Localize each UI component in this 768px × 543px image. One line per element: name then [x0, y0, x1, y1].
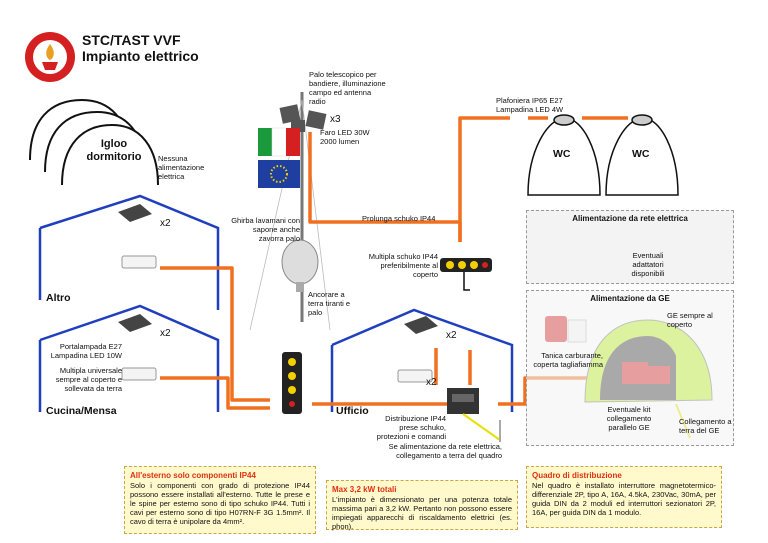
multipla-schuko-label: Multipla schuko IP44 preferibilmente al …	[368, 252, 438, 279]
prolunga-label: Prolunga schuko IP44	[362, 214, 436, 223]
cable-cucina	[160, 376, 270, 410]
tent-cucina-outline	[39, 304, 220, 412]
adattatori-label: Eventuali adattatori disponibili	[631, 251, 665, 278]
ufficio-strip-count: x2	[426, 377, 437, 388]
multipla-universale-label: Multipla universale sempre al coperto e …	[55, 366, 122, 393]
italy-flag	[258, 127, 300, 157]
multipla-schuko-upper	[440, 258, 492, 291]
note-ip44-text: Solo i componenti con grado di protezion…	[130, 481, 310, 526]
cucina-count: x2	[160, 328, 171, 339]
tent-ufficio-label: Ufficio	[336, 405, 369, 417]
ghirba-label: Ghirba lavamani con sapone anche zavorra…	[231, 216, 300, 243]
plafoniera-label: Plafoniera IP65 E27 Lampadina LED 4W	[496, 96, 564, 114]
note-ip44-title: All'esterno solo componenti IP44	[130, 471, 256, 480]
cable-plafoniera	[458, 116, 510, 242]
note-max-text: L'impianto è dimensionato per una potenz…	[332, 495, 512, 531]
water-bag	[281, 239, 319, 292]
eu-flag	[258, 160, 300, 188]
tent-ufficio-outline	[331, 308, 514, 412]
altro-count: x2	[160, 218, 171, 229]
note-quadro: Quadro di distribuzione Nel quadro è ins…	[526, 466, 722, 528]
faro-label: Faro LED 30W 2000 lumen	[320, 128, 370, 146]
distribution-box	[447, 388, 501, 442]
note-ip44: All'esterno solo componenti IP44 Solo i …	[124, 466, 316, 534]
igloo-label: Igloo dormitorio	[86, 138, 142, 163]
panel-rete-title: Alimentazione da rete elettrica	[572, 214, 688, 223]
page-subtitle: Impianto elettrico	[82, 48, 199, 64]
wc-label-1: WC	[553, 148, 571, 160]
cable-altro	[160, 266, 270, 402]
lamp-cucina	[118, 314, 152, 332]
lamp-altro	[118, 204, 152, 222]
panel-rete: Alimentazione da rete elettrica Eventual…	[526, 210, 734, 284]
distribuzione-label: Distribuzione IP44 prese schuko, protezi…	[376, 414, 446, 441]
panel-ge: Alimentazione da GE Tanica carburante, c…	[526, 290, 734, 446]
note-max: Max 3,2 kW totali L'impianto è dimension…	[326, 480, 518, 531]
panel-ge-title: Alimentazione da GE	[590, 294, 670, 303]
kit-label: Eventuale kit collegamento parallelo GE	[606, 405, 652, 432]
note-quadro-title: Quadro di distribuzione	[532, 471, 622, 480]
igloo-note: Nessuna alimentazione elettrica	[158, 154, 205, 181]
wc-tents	[527, 114, 679, 196]
strip-ufficio	[397, 369, 433, 383]
se-alimentazione-label: Se alimentazione da rete elettrica, coll…	[388, 442, 502, 460]
tent-cucina-label: Cucina/Mensa	[46, 405, 117, 417]
palo-label: Palo telescopico per bandiere, illuminaz…	[309, 70, 386, 106]
ancorare-label: Ancorare a terra tiranti e palo	[308, 290, 351, 317]
tent-altro-label: Altro	[46, 292, 71, 304]
strip-cucina	[121, 367, 157, 381]
multipla-schuko-center	[282, 352, 302, 414]
strip-altro	[121, 255, 157, 269]
collegamento-terra-label: Collegamento a terra del GE	[679, 417, 732, 435]
cable-faro	[308, 132, 462, 242]
vvf-logo	[25, 32, 75, 82]
lamp-ufficio	[404, 316, 438, 334]
note-max-title: Max 3,2 kW totali	[332, 485, 397, 494]
ufficio-lamp-count: x2	[446, 330, 457, 341]
tanica-label: Tanica carburante, coperta tagliafiamma	[533, 351, 603, 369]
faro-count: x3	[330, 114, 341, 125]
igloo-tent	[29, 98, 159, 186]
ge-coperto-label: GE sempre al coperto	[667, 311, 713, 329]
note-quadro-text: Nel quadro è installato interruttore mag…	[532, 481, 716, 517]
wc-label-2: WC	[632, 148, 650, 160]
page-title: STC/TAST VVF	[82, 32, 181, 48]
portalampada-label: Portalampada E27 Lampadina LED 10W	[50, 342, 122, 360]
